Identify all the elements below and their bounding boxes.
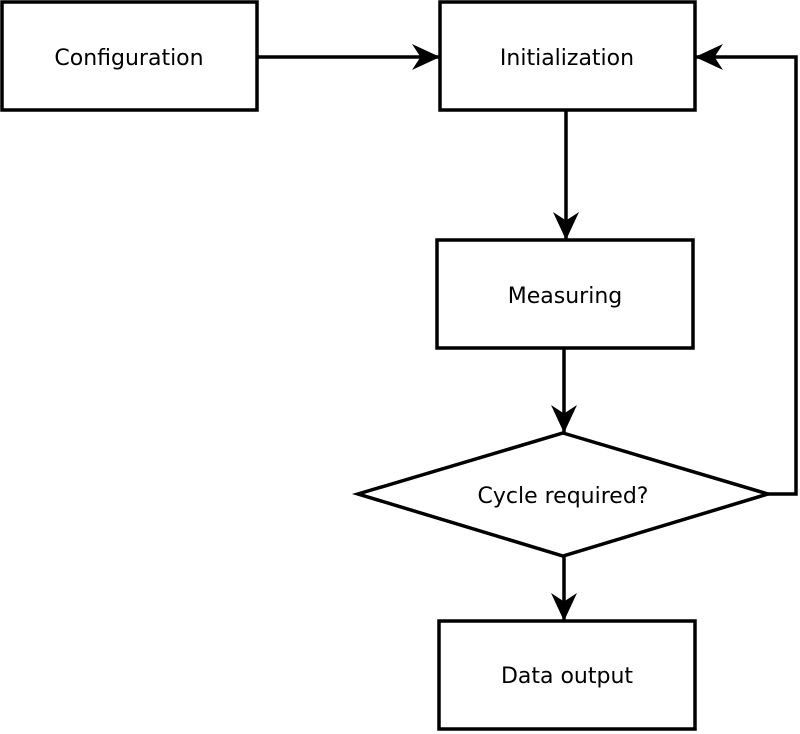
node-data-output: Data output xyxy=(437,619,697,731)
edge-decision-loop-to-initialization xyxy=(695,44,798,496)
initialization-label: Initialization xyxy=(500,46,634,71)
node-measuring: Measuring xyxy=(435,238,695,350)
cycle-decision-label: Cycle required? xyxy=(478,484,649,509)
configuration-label: Configuration xyxy=(54,46,203,71)
data-output-label: Data output xyxy=(501,664,633,689)
measuring-label: Measuring xyxy=(508,284,622,309)
data-output-box xyxy=(437,619,697,731)
node-initialization: Initialization xyxy=(438,0,697,112)
configuration-box xyxy=(0,0,259,112)
node-configuration: Configuration xyxy=(0,0,259,112)
initialization-box xyxy=(438,0,697,112)
measuring-box xyxy=(435,238,695,350)
cycle-decision-diamond xyxy=(351,431,775,558)
node-cycle-decision: Cycle required? xyxy=(351,431,775,558)
